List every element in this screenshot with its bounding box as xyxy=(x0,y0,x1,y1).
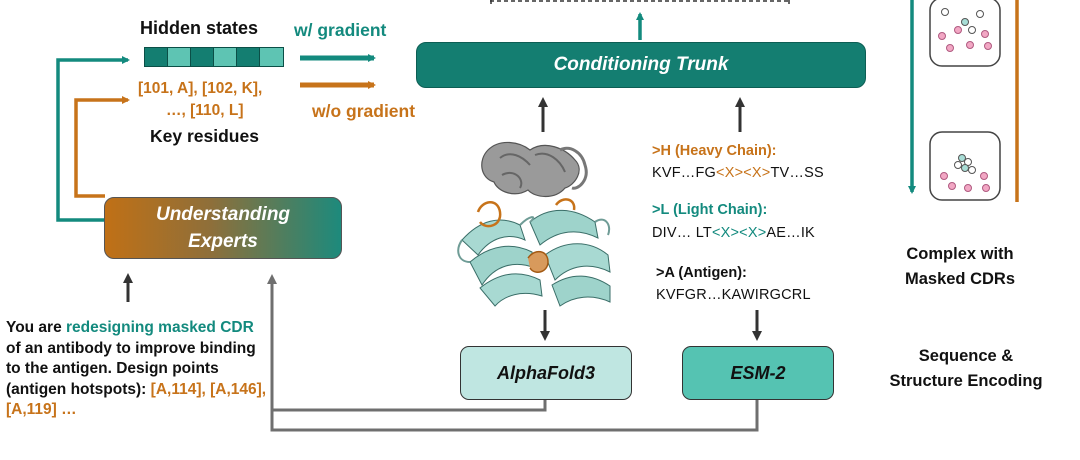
alphafold3-box: AlphaFold3 xyxy=(460,346,632,400)
design-prompt: You are redesigning masked CDR of an ant… xyxy=(6,318,268,421)
esm2-box: ESM-2 xyxy=(682,346,834,400)
heavy-seq-pre: KVF…FG xyxy=(652,165,717,181)
hidden-state-cell xyxy=(167,47,192,67)
complex-label-line1: Complex with xyxy=(906,245,1014,263)
light-seq-mask: <X><X> xyxy=(711,225,767,241)
hidden-state-cell xyxy=(236,47,261,67)
encoding-label-line1: Sequence & xyxy=(918,347,1014,365)
prompt-highlight: redesigning masked CDR xyxy=(66,319,254,336)
heavy-chain-header: >H (Heavy Chain): xyxy=(652,143,777,159)
understanding-experts-line2: Experts xyxy=(188,231,258,252)
key-residues-line2: …, [110, L] xyxy=(166,102,244,119)
light-chain-sequence: DIV… LT<X><X>AE…IK xyxy=(652,225,815,241)
antigen-header: >A (Antigen): xyxy=(656,265,747,281)
prompt-prefix: You are xyxy=(6,319,67,336)
prompt-middle: of an antibody to improve binding to the… xyxy=(6,339,256,398)
antigen-sequence: KVFGR…KAWIRGCRL xyxy=(656,287,811,303)
hidden-state-cell xyxy=(259,47,284,67)
heavy-seq-post: TV…SS xyxy=(770,165,824,181)
understanding-experts-line1: Understanding xyxy=(155,204,291,225)
heavy-chain-sequence: KVF…FG<X><X>TV…SS xyxy=(652,165,824,181)
light-chain-header: >L (Light Chain): xyxy=(652,202,768,218)
alphafold3-label: AlphaFold3 xyxy=(497,362,595,383)
understanding-experts-box: Understanding Experts xyxy=(104,197,342,259)
light-seq-post: AE…IK xyxy=(766,225,815,241)
complex-label-line2: Masked CDRs xyxy=(904,270,1016,288)
hidden-states-vector xyxy=(144,47,284,67)
complex-illustration xyxy=(908,0,1019,202)
encoding-label: Sequence & Structure Encoding xyxy=(866,344,1066,394)
esm2-label: ESM-2 xyxy=(730,362,786,383)
esm-to-experts-connector xyxy=(270,398,759,432)
hidden-state-cell xyxy=(213,47,238,67)
encoding-label-line2: Structure Encoding xyxy=(889,372,1043,390)
orange-feedback-arrow xyxy=(74,96,130,198)
alphafold-to-experts-connector xyxy=(267,274,547,412)
hidden-state-cell xyxy=(190,47,215,67)
heavy-seq-mask: <X><X> xyxy=(716,165,771,181)
teal-feedback-arrow xyxy=(56,56,130,222)
light-seq-pre: DIV… LT xyxy=(652,225,712,241)
without-gradient-label: w/o gradient xyxy=(312,101,416,121)
protein-structure-image xyxy=(457,141,611,307)
key-residues-label: Key residues xyxy=(150,126,259,146)
with-gradient-label: w/ gradient xyxy=(294,20,387,40)
key-residues-line1: [101, A], [102, K], xyxy=(138,80,263,97)
hidden-states-title: Hidden states xyxy=(140,18,259,38)
prompt-hotspots: [A,114], [A,146], [A,119] … xyxy=(6,380,267,419)
conditioning-trunk-label: Conditioning Trunk xyxy=(553,54,729,75)
complex-label: Complex with Masked CDRs xyxy=(880,242,1040,292)
conditioning-trunk-box: Conditioning Trunk xyxy=(416,42,866,88)
hidden-state-cell xyxy=(144,47,169,67)
